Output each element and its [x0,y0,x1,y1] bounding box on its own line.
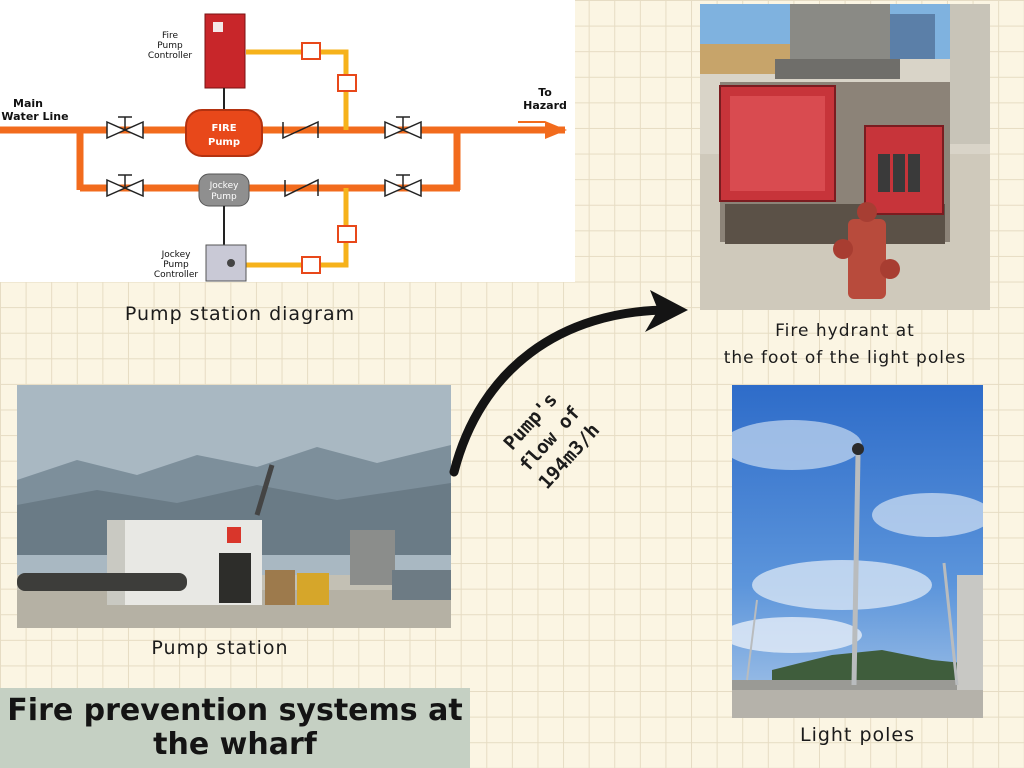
light-pole [851,454,861,686]
svg-text:Fire: Fire [162,31,179,41]
valve-icon [384,174,422,198]
diagram-svg: Fire Pump Controller FIRE Pump Jockey Pu… [0,13,567,282]
pump-station-photo [17,385,451,628]
flow-arrow-icon [449,290,688,477]
light-poles-photo [732,385,983,718]
pump-station-caption: Pump station [151,637,289,659]
valve-icon [384,116,422,140]
check-valve-icon [284,178,319,198]
valve-icon [106,174,144,198]
jockey-pump-controller [205,244,247,282]
svg-text:Pump: Pump [208,137,240,148]
svg-text:Controller: Controller [148,51,193,61]
svg-text:Pump: Pump [157,41,183,51]
hydrant-caption: Fire hydrant at the foot of the light po… [700,318,990,372]
valve-icon [106,116,144,140]
pump-station-diagram: Fire Pump Controller FIRE Pump Jockey Pu… [0,0,575,282]
fire-pump-controller [204,13,246,89]
sensing-line-fire [246,49,349,130]
hydrant-caption-line-1: Fire hydrant at [775,321,915,341]
svg-text:FIRE: FIRE [211,123,236,134]
fire-pump [185,109,263,157]
svg-text:Pump: Pump [211,192,237,202]
page-title-line-2: the wharf [153,727,317,762]
svg-text:Controller: Controller [154,270,199,280]
svg-text:To: To [538,86,552,99]
hydrant-caption-line-2: the foot of the light poles [723,348,967,368]
light-poles-caption: Light poles [799,724,915,746]
svg-text:Main: Main [13,97,43,110]
page-title-line-1: Fire prevention systems at [7,693,463,728]
arrow-to-hazard-icon [545,121,567,139]
svg-text:Water Line: Water Line [1,110,68,123]
svg-text:Jockey: Jockey [209,181,240,191]
svg-text:Hazard: Hazard [523,99,567,112]
page-title-box: Fire prevention systems at the wharf [0,688,470,768]
svg-text:Jockey: Jockey [161,250,192,260]
fire-hydrant-photo [700,4,990,310]
hydrant-icon [848,219,886,299]
diagram-caption: Pump station diagram [124,303,356,325]
svg-text:Pump: Pump [163,260,189,270]
sensing-line-jockey [246,188,349,268]
check-valve-icon [282,120,319,140]
